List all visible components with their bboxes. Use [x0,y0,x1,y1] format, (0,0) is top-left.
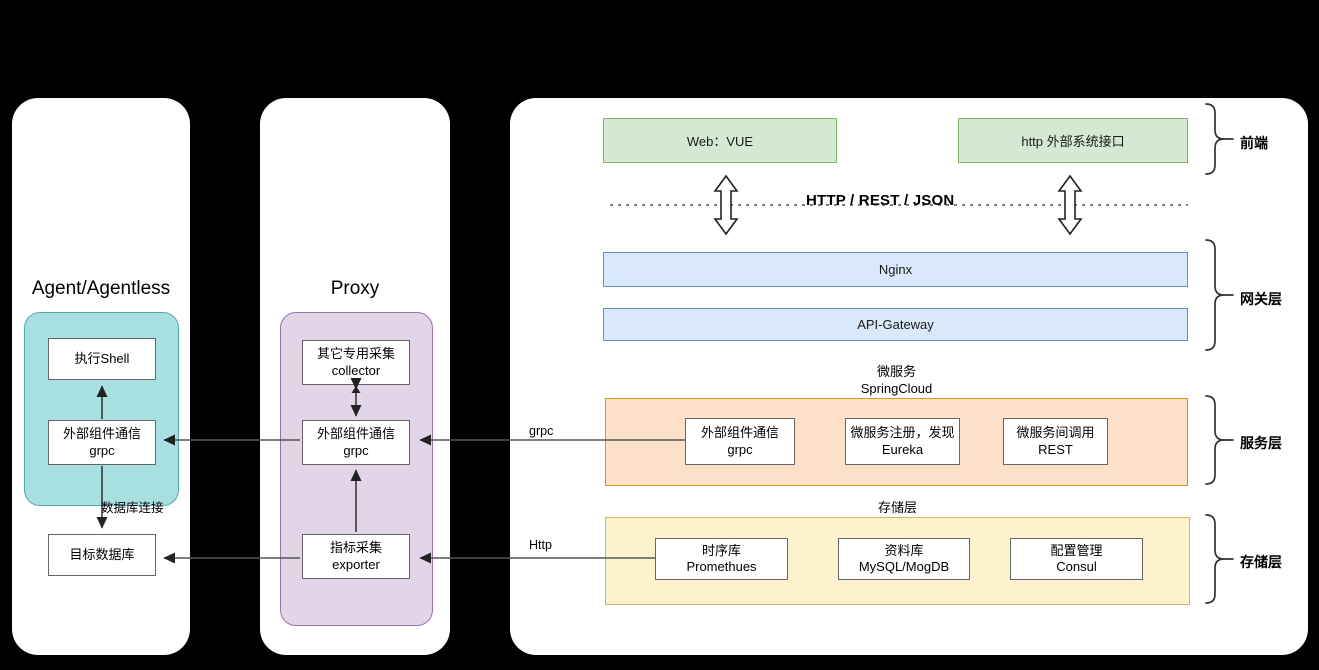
proxy-panel-title: Proxy [330,278,380,299]
node-tsdb-promethues[interactable]: 时序库 Promethues [655,538,788,580]
node-metric-exporter[interactable]: 指标采集 exporter [302,534,410,579]
node-rest-line1: 微服务间调用 [1016,425,1095,441]
connection-label-http: Http [529,538,552,552]
box-nginx[interactable]: Nginx [603,252,1188,287]
node-other-collector[interactable]: 其它专用采集 collector [302,340,410,385]
layer-label-frontend: 前端 [1240,135,1268,151]
node-target-database-line1: 目标数据库 [69,546,135,562]
layer-label-storage: 存储层 [1240,554,1282,570]
node-eureka-line1: 微服务注册，发现 [850,425,955,441]
node-proxy-grpc-line1: 外部组件通信 [316,426,395,442]
edge-label-database-connection: 数据库连接 [101,501,164,515]
node-proxy-external-comm-grpc[interactable]: 外部组件通信 grpc [302,420,410,465]
box-api-gateway[interactable]: API-Gateway [603,308,1188,341]
node-promethues-line2: Promethues [686,559,757,574]
node-eureka-line2: Eureka [881,441,924,457]
layer-label-gateway: 网关层 [1240,291,1282,307]
node-metric-exporter-line1: 指标采集 [329,540,382,556]
node-service-grpc-line1: 外部组件通信 [700,425,779,441]
node-exec-shell[interactable]: 执行Shell [48,338,156,380]
node-exec-shell-line1: 执行Shell [74,350,130,366]
box-web-vue-label: Web：VUE [686,134,754,149]
node-inter-service-rest[interactable]: 微服务间调用 REST [1003,418,1108,465]
node-target-database[interactable]: 目标数据库 [48,534,156,576]
node-mysql-line1: 资料库 [884,542,924,558]
node-service-external-comm-grpc[interactable]: 外部组件通信 grpc [685,418,795,465]
node-agent-grpc-line2: grpc [89,442,115,458]
service-layer-caption: 微服务 SpringCloud [605,364,1188,398]
box-http-external-api-label: http 外部系统接口 [1021,134,1125,149]
node-config-consul[interactable]: 配置管理 Consul [1010,538,1143,580]
node-metric-exporter-line2: exporter [332,556,380,572]
node-proxy-grpc-line2: grpc [343,442,369,458]
protocol-label-http-rest-json: HTTP / REST / JSON [806,192,955,209]
node-other-collector-line1: 其它专用采集 [316,346,395,362]
box-nginx-label: Nginx [878,262,913,277]
storage-layer-caption: 存储层 [605,500,1190,517]
node-database-mysql-mogdb[interactable]: 资料库 MySQL/MogDB [838,538,970,580]
agent-panel-title: Agent/Agentless [31,278,171,299]
node-agent-external-comm-grpc[interactable]: 外部组件通信 grpc [48,420,156,465]
node-service-registry-eureka[interactable]: 微服务注册，发现 Eureka [845,418,960,465]
box-api-gateway-label: API-Gateway [857,317,934,332]
node-service-grpc-line2: grpc [727,441,753,457]
node-mysql-line2: MySQL/MogDB [858,559,950,574]
node-other-collector-line2: collector [331,362,381,378]
service-caption-line1: 微服务 [876,364,916,379]
storage-caption-line1: 存储层 [877,500,917,515]
node-agent-grpc-line1: 外部组件通信 [62,426,141,442]
layer-label-service: 服务层 [1240,435,1282,451]
node-consul-line1: 配置管理 [1050,542,1103,558]
box-http-external-api[interactable]: http 外部系统接口 [958,118,1188,163]
node-rest-line2: REST [1038,441,1073,457]
box-web-vue[interactable]: Web：VUE [603,118,837,163]
node-consul-line2: Consul [1056,559,1097,574]
node-promethues-line1: 时序库 [701,542,741,558]
service-caption-line2: SpringCloud [860,380,933,396]
connection-label-grpc: grpc [529,424,554,438]
